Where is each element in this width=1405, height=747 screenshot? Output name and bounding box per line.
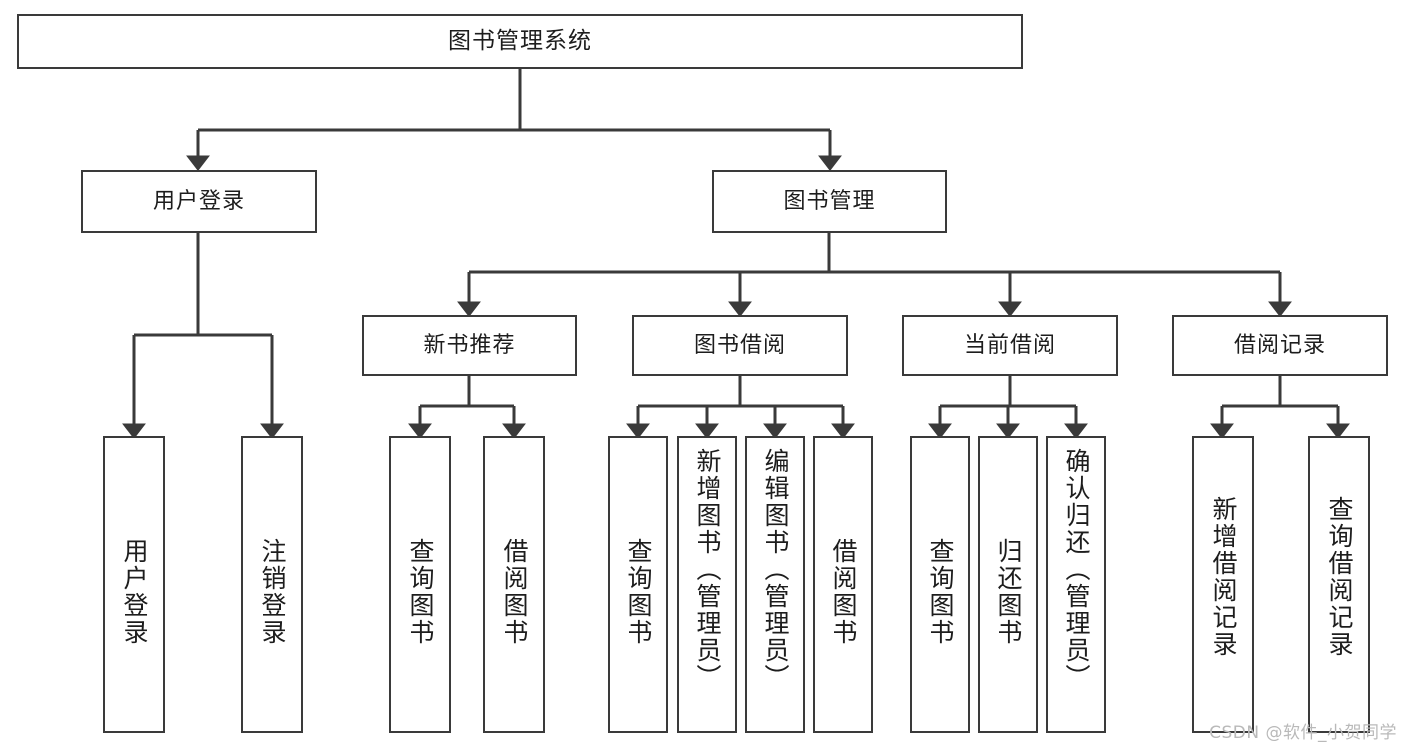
node-label: 新书推荐: [423, 332, 516, 358]
node-label: 借阅图书: [500, 538, 529, 646]
leaf-user-login-logout[interactable]: 注销登录: [241, 436, 303, 733]
node-label: 查询图书: [624, 538, 653, 646]
leaf-book-borrow-borrow-book[interactable]: 借阅图书: [813, 436, 873, 733]
node-label: 用户登录: [120, 538, 149, 646]
node-label: 确认归还（管理员）: [1062, 448, 1091, 691]
node-label: 图书借阅: [693, 332, 786, 358]
node-label: 归还图书: [994, 538, 1023, 646]
node-current-borrow[interactable]: 当前借阅: [902, 315, 1118, 376]
node-label: 借阅记录: [1233, 332, 1326, 358]
leaf-book-borrow-query-book[interactable]: 查询图书: [608, 436, 668, 733]
node-label: 图书管理: [783, 188, 876, 214]
node-user-login[interactable]: 用户登录: [81, 170, 317, 233]
node-label: 查询借阅记录: [1325, 496, 1354, 658]
watermark-text: CSDN @软件_小贺同学: [1209, 723, 1397, 743]
node-new-book-recommend[interactable]: 新书推荐: [362, 315, 577, 376]
leaf-book-borrow-add-book-admin[interactable]: 新增图书（管理员）: [677, 436, 737, 733]
node-label: 查询图书: [926, 538, 955, 646]
node-label: 查询图书: [406, 538, 435, 646]
leaf-current-borrow-confirm-return-admin[interactable]: 确认归还（管理员）: [1046, 436, 1106, 733]
node-label: 新增图书（管理员）: [693, 448, 722, 691]
node-label: 用户登录: [152, 188, 245, 214]
node-book-management[interactable]: 图书管理: [712, 170, 947, 233]
node-borrow-record[interactable]: 借阅记录: [1172, 315, 1388, 376]
node-label: 注销登录: [258, 538, 287, 646]
leaf-current-borrow-return-book[interactable]: 归还图书: [978, 436, 1038, 733]
leaf-book-borrow-edit-book-admin[interactable]: 编辑图书（管理员）: [745, 436, 805, 733]
leaf-new-book-borrow-book[interactable]: 借阅图书: [483, 436, 545, 733]
leaf-current-borrow-query-book[interactable]: 查询图书: [910, 436, 970, 733]
node-book-borrow[interactable]: 图书借阅: [632, 315, 848, 376]
node-root-book-management-system[interactable]: 图书管理系统: [17, 14, 1023, 69]
leaf-new-book-query-book[interactable]: 查询图书: [389, 436, 451, 733]
node-label: 编辑图书（管理员）: [761, 448, 790, 691]
node-label: 新增借阅记录: [1209, 496, 1238, 658]
leaf-user-login-login[interactable]: 用户登录: [103, 436, 165, 733]
leaf-borrow-record-add-record[interactable]: 新增借阅记录: [1192, 436, 1254, 733]
node-label: 借阅图书: [829, 538, 858, 646]
node-label: 图书管理系统: [448, 28, 592, 55]
node-label: 当前借阅: [963, 332, 1056, 358]
leaf-borrow-record-query-record[interactable]: 查询借阅记录: [1308, 436, 1370, 733]
